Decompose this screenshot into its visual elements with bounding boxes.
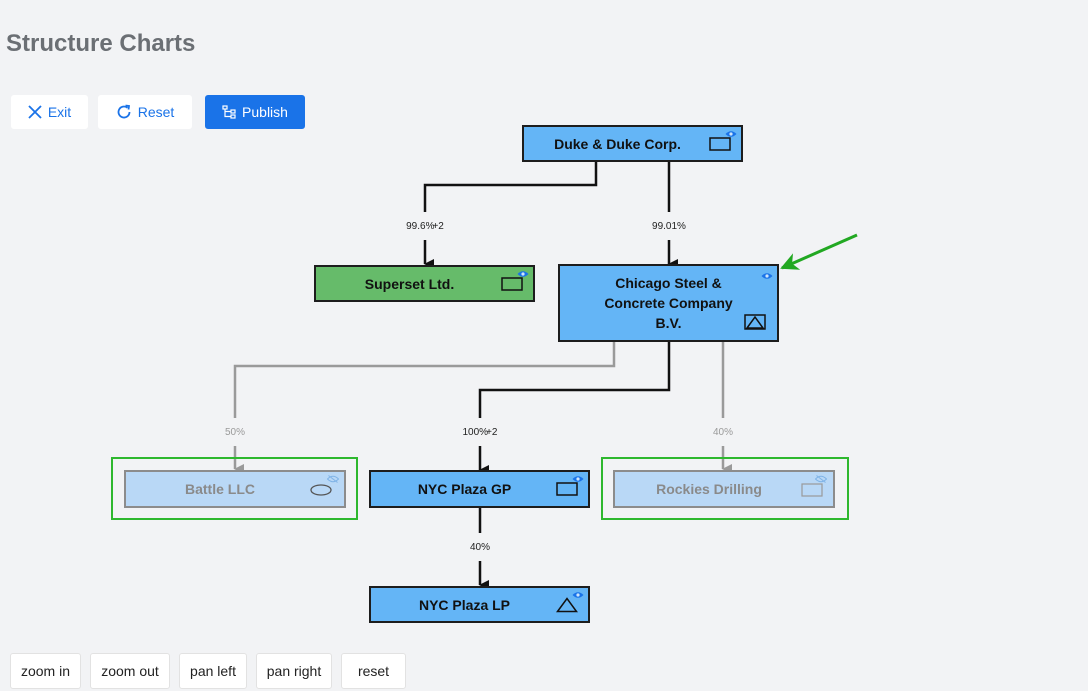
edge-label-chicago-battle: 50% [217,418,253,446]
ellipse-icon [310,484,332,496]
node-label: NYC Plaza GP [417,481,512,497]
publish-label: Publish [242,104,288,120]
reset-view-button[interactable]: reset [341,653,406,689]
edge-value: 100% [462,426,489,438]
pan-left-button[interactable]: pan left [179,653,247,689]
node-label: NYC Plaza LP [418,596,511,613]
edge-value: 99.6% [406,220,435,232]
edge-label-chicago-rockies: 40% [705,418,741,446]
rectangle-icon [501,277,523,291]
zoom-out-button[interactable]: zoom out [90,653,170,689]
hierarchy-icon [222,105,236,119]
rectangle-icon [709,137,731,151]
edge-label-nycgp-nyclp: 40% [462,533,498,561]
page-title: Structure Charts [6,30,196,57]
node-label: Chicago Steel & Concrete Company B.V. [604,275,733,331]
triangle-in-box-icon [744,314,766,330]
edge-value: 40% [469,541,490,553]
node-battle[interactable]: Battle LLC [124,470,346,508]
eye-icon[interactable] [517,270,529,278]
node-rockies[interactable]: Rockies Drilling [613,470,835,508]
eye-off-icon[interactable] [815,475,827,483]
eye-icon[interactable] [761,272,773,280]
edge-chicago-battle [233,342,616,474]
highlight-frame-rockies [601,457,849,520]
edge-extra: +2 [432,220,444,232]
node-label: Battle LLC [185,481,255,497]
node-label: Duke & Duke Corp. [554,135,681,152]
edge-duke-superset [423,161,598,269]
eye-icon[interactable] [725,130,737,138]
node-label: Superset Ltd. [364,275,455,292]
edge-label-duke-superset: 99.6%+2 [402,212,448,240]
edge-value: 99.01% [652,220,686,232]
zoom-in-button[interactable]: zoom in [10,653,81,689]
reset-button[interactable]: Reset [98,95,192,129]
exit-label: Exit [47,104,72,120]
exit-button[interactable]: Exit [11,95,88,129]
edge-value: 50% [224,426,245,438]
node-chicago[interactable]: Chicago Steel & Concrete Company B.V. [558,264,779,342]
rectangle-icon [556,482,578,496]
edge-extra: +2 [486,426,498,438]
edge-label-duke-chicago: 99.01% [644,212,694,240]
refresh-icon [117,104,131,119]
edge-value: 40% [712,426,733,438]
node-superset[interactable]: Superset Ltd. [314,265,535,302]
reset-label: Reset [137,104,175,120]
publish-button[interactable]: Publish [205,95,305,129]
node-nycgp[interactable]: NYC Plaza GP [369,470,590,508]
rectangle-icon [801,483,823,497]
pan-right-button[interactable]: pan right [256,653,332,689]
edge-label-chicago-nycgp: 100%+2 [457,418,503,446]
pointer-arrow [780,233,858,270]
eye-off-icon[interactable] [327,475,339,483]
triangle-icon [556,597,578,613]
eye-icon[interactable] [572,475,584,483]
eye-icon[interactable] [572,591,584,599]
node-duke[interactable]: Duke & Duke Corp. [522,125,743,162]
close-icon [28,105,42,119]
node-nyclp[interactable]: NYC Plaza LP [369,586,590,623]
highlight-frame-battle [111,457,358,520]
node-label: Rockies Drilling [656,481,762,497]
edge-chicago-nycgp [478,342,671,475]
